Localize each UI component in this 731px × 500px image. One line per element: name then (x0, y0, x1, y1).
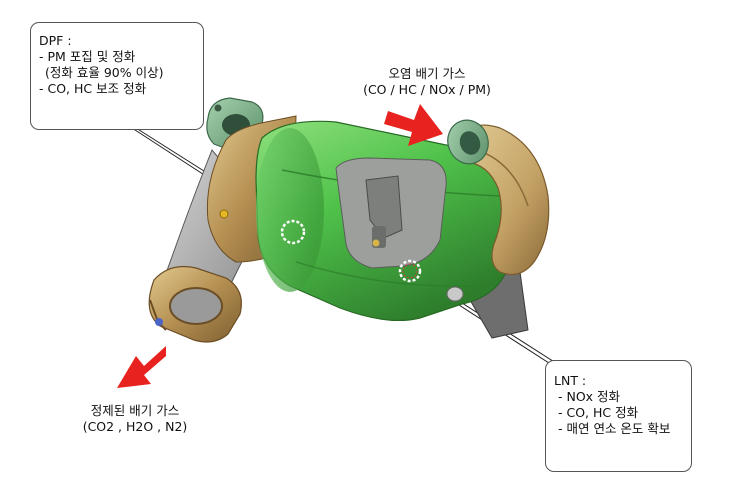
sensor-bolt (372, 239, 380, 247)
heat-shield-bracket (365, 175, 403, 239)
outflow-arrow (117, 346, 166, 388)
lnt-title: LNT : (554, 373, 587, 388)
inflow-label: 오염 배기 가스 (CO / HC / NOx / PM) (352, 66, 502, 98)
lnt-marker-ring-inner (402, 263, 418, 279)
inflow-label-text: 오염 배기 가스 (388, 66, 466, 81)
lower-outlet-port (169, 287, 223, 325)
outflow-label-text: 정제된 배기 가스 (90, 403, 180, 418)
housing-end-cap (256, 128, 324, 292)
outflow-label: 정제된 배기 가스 (CO2 , H2O , N2) (60, 403, 210, 435)
dpf-line-1: - PM 포집 및 정화 (39, 49, 136, 64)
lnt-line-3: - 매연 연소 온도 확보 (558, 421, 671, 436)
housing-seam-lower (295, 261, 471, 287)
outlet-flange-port (459, 131, 481, 155)
dpf-callout: DPF : - PM 포집 및 정화 (정화 효율 90% 이상) - CO, … (30, 22, 204, 130)
dpf-marker-ring (280, 219, 306, 245)
inflow-species: (CO / HC / NOx / PM) (363, 82, 491, 97)
bottom-sensor (446, 286, 464, 302)
outlet-stud (155, 318, 163, 326)
converter-assembly (148, 97, 550, 343)
lnt-line-2: - CO, HC 정화 (558, 405, 639, 420)
inflow-arrow (384, 104, 443, 146)
cone-bolt (219, 209, 229, 219)
lnt-line-1: - NOx 정화 (558, 389, 621, 404)
dpf-line-3: - CO, HC 보조 정화 (39, 81, 147, 96)
lnt-marker-ring (398, 259, 422, 283)
dpf-title: DPF : (39, 33, 72, 48)
outflow-species: (CO2 , H2O , N2) (82, 419, 188, 434)
flange-bolt (214, 104, 222, 112)
dpf-line-2: (정화 효율 90% 이상) (45, 65, 164, 80)
lnt-callout: LNT : - NOx 정화 - CO, HC 정화 - 매연 연소 온도 확보 (545, 360, 692, 472)
